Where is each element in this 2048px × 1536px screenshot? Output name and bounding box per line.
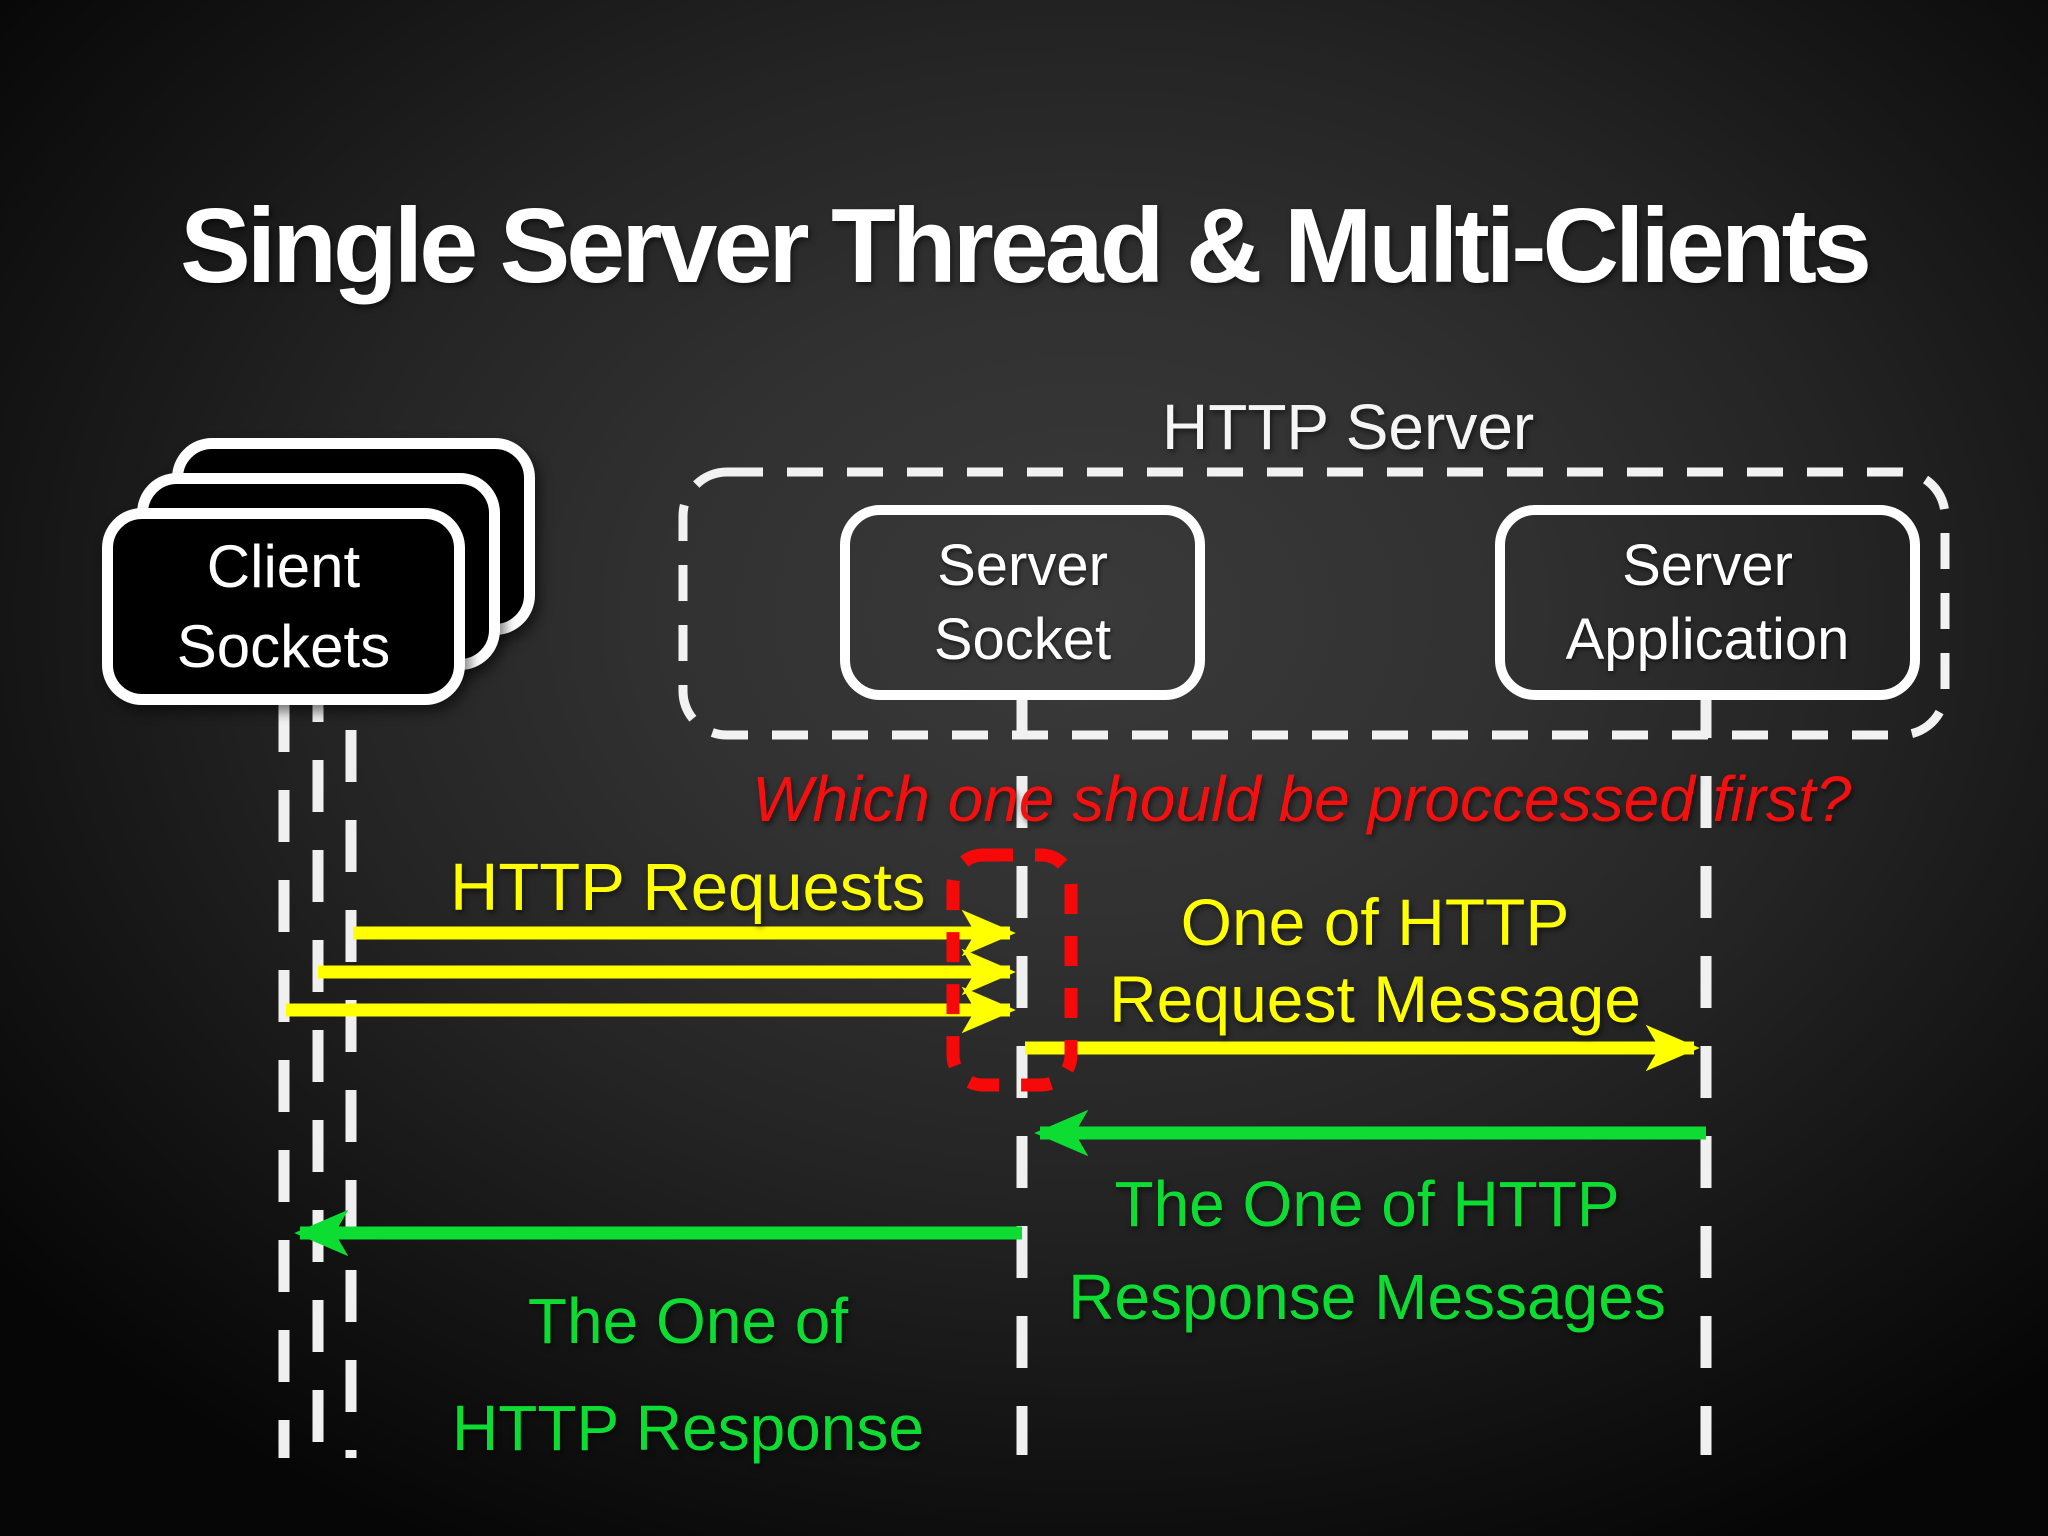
client-sockets-box: Client Sockets	[102, 508, 465, 705]
server-application-label-line2: Application	[1565, 606, 1850, 672]
server-application-label-line1: Server	[1622, 532, 1793, 598]
question-annotation: Which one should be proccessed first?	[752, 763, 1852, 835]
one-request-label-line2: Request Message	[1109, 962, 1641, 1036]
client-sockets-label: Client Sockets	[113, 527, 454, 687]
server-application-box: Server Application	[1495, 505, 1920, 700]
server-socket-label-line2: Socket	[933, 606, 1112, 672]
one-request-label-line1: One of HTTP	[1180, 885, 1570, 959]
http-server-group-outline	[678, 467, 1950, 740]
server-socket-label: Server Socket	[850, 529, 1195, 677]
server-socket-box: Server Socket	[840, 505, 1205, 700]
response-messages-label-line1: The One of HTTP	[1114, 1168, 1620, 1240]
client-sockets-label-line2: Sockets	[176, 612, 391, 680]
client-sockets-label-line1: Client	[206, 532, 361, 600]
one-response-label-line1: The One of	[527, 1285, 849, 1357]
http-server-group-label: HTTP Server	[1162, 391, 1535, 463]
server-socket-label-line1: Server	[937, 532, 1108, 598]
page-title: Single Server Thread & Multi-Clients	[180, 187, 1872, 305]
server-application-label: Server Application	[1505, 529, 1910, 677]
one-response-label: The One of HTTP Response	[388, 1268, 988, 1482]
one-response-label-line2: HTTP Response	[452, 1392, 924, 1464]
pending-requests-highlight	[946, 848, 1078, 1092]
http-requests-label: HTTP Requests	[450, 850, 926, 925]
response-messages-label-line2: Response Messages	[1068, 1261, 1666, 1333]
one-request-label: One of HTTP Request Message	[1065, 884, 1685, 1038]
response-messages-label: The One of HTTP Response Messages	[1067, 1158, 1667, 1344]
